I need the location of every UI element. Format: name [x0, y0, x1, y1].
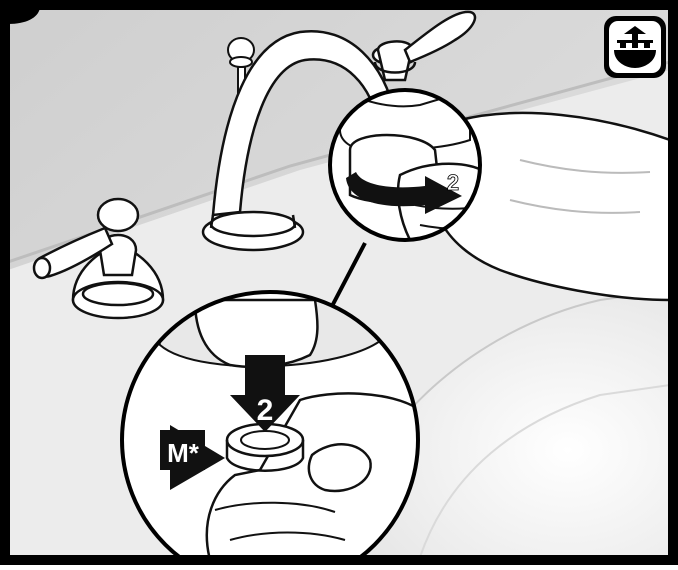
part-callout-label: M* — [167, 438, 200, 468]
step-number-top: 2 — [447, 170, 459, 195]
step-number-bottom: 2 — [257, 394, 274, 427]
sink-install-icon — [604, 16, 666, 78]
scene: 2 2 M* — [8, 8, 670, 565]
